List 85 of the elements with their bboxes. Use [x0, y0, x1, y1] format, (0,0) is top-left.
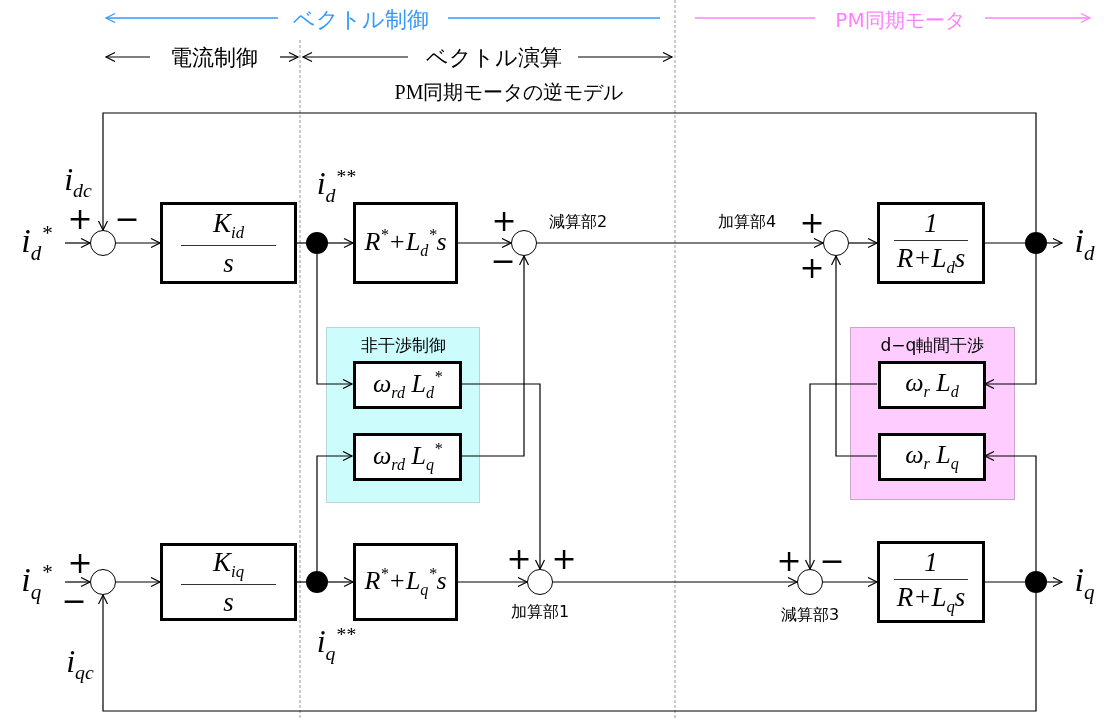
transfer-function-block: [353, 543, 458, 621]
branch-point: [1025, 232, 1047, 254]
signal-arrow: [316, 253, 353, 390]
sign-label: +: [776, 543, 802, 577]
transfer-function-block: [160, 202, 297, 284]
sign-label: −: [490, 243, 516, 277]
transfer-function-block: [877, 541, 985, 623]
sign-label: +: [506, 541, 532, 575]
denominator: s: [223, 249, 234, 278]
section-heading: ベクトル演算: [426, 45, 562, 71]
summing-junction: [823, 230, 849, 256]
group-panel: [850, 327, 1015, 500]
signal-arrow: [97, 112, 1037, 233]
section-heading: PM同期モータの逆モデル: [394, 81, 624, 103]
formula: R$^{*}$+L$_{q}$$^{*}$s: [364, 565, 447, 599]
group-title: d−q軸間干渉: [879, 334, 986, 357]
transfer-function-block: [877, 202, 985, 284]
signal-arrow: [536, 237, 824, 249]
sign-label: +: [799, 250, 825, 284]
sign-label: +: [491, 203, 517, 237]
group-title: 非干渉制御: [359, 334, 447, 357]
group-panel: [326, 327, 480, 503]
signal-arrow: [460, 255, 530, 457]
section-heading: PM同期モータ: [835, 9, 965, 31]
signal-arrow: [457, 576, 528, 588]
transfer-function-block: [353, 361, 462, 409]
sign-label: −: [819, 543, 845, 577]
sign-label: −: [114, 201, 140, 235]
summing-junction: [90, 230, 116, 256]
signal-arrow: [64, 576, 91, 588]
signal-arrow: [115, 576, 161, 588]
signal-arrow: [848, 237, 878, 249]
transfer-function-block: [878, 361, 986, 409]
denominator: R+L$_{q}$s: [896, 583, 966, 617]
numerator: K$_{id}$: [212, 208, 244, 242]
numerator: 1: [924, 208, 938, 237]
denominator: s: [223, 588, 234, 617]
sign-label: +: [551, 541, 577, 575]
edge-label: i$_{qc}$: [66, 643, 94, 685]
summing-junction: [90, 569, 116, 595]
numerator: 1: [924, 547, 938, 576]
formula: R$^{*}$+L$_{d}$$^{*}$s: [364, 226, 447, 260]
section-heading: ベクトル制御: [293, 7, 429, 33]
sign-label: −: [61, 583, 87, 617]
signal-arrow: [457, 237, 512, 249]
junction-label: 加算部4: [717, 213, 777, 231]
signal-arrow: [327, 237, 354, 249]
signal-arrow: [460, 383, 546, 570]
signal-arrow: [984, 450, 1037, 572]
signal-arrow: [984, 253, 1037, 390]
signal-arrow: [552, 576, 798, 588]
signal-arrow: [1046, 576, 1063, 588]
branch-point: [306, 232, 328, 254]
signal-arrow: [804, 383, 878, 570]
junction-label: 減算部3: [780, 606, 840, 624]
formula: ω$_{r}$ L$_{d}$: [905, 368, 959, 402]
junction-label: 減算部2: [548, 213, 608, 231]
signal-arrow: [97, 592, 1037, 712]
signal-arrow: [822, 576, 878, 588]
branch-point: [1025, 571, 1047, 593]
summing-junction: [797, 569, 823, 595]
summing-junction: [511, 230, 537, 256]
signal-arrow: [327, 576, 354, 588]
signal-arrow: [316, 450, 353, 572]
signal-label: i$_{d}$: [1062, 222, 1107, 264]
numerator: K$_{iq}$: [212, 547, 244, 581]
signal-arrow: [830, 255, 878, 457]
transfer-function-block: [353, 202, 458, 284]
signal-arrow: [1046, 237, 1063, 249]
transfer-function-block: [878, 433, 986, 481]
section-heading: 電流制御: [170, 45, 258, 71]
sign-label: +: [799, 205, 825, 239]
sign-label: +: [67, 201, 93, 235]
denominator: R+L$_{d}$s: [896, 244, 966, 278]
formula: ω$_{r}$ L$_{q}$: [905, 440, 959, 474]
signal-arrow: [115, 237, 161, 249]
summing-junction: [527, 569, 553, 595]
signal-arrow: [64, 237, 91, 249]
edge-label: i$_{dc}$: [64, 161, 92, 203]
signal-label: i$_{q}$: [1062, 561, 1107, 603]
branch-point: [306, 571, 328, 593]
junction-label: 加算部1: [510, 603, 570, 621]
transfer-function-block: [160, 543, 297, 621]
sign-label: +: [67, 545, 93, 579]
transfer-function-block: [353, 433, 462, 481]
